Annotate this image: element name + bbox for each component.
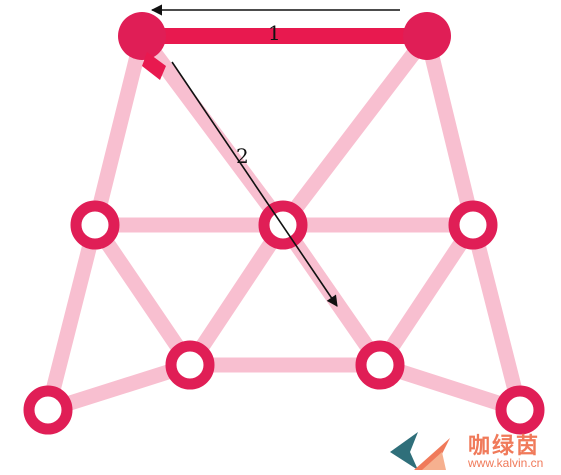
edge[interactable] xyxy=(134,28,291,233)
step-label-1: 1 xyxy=(268,21,281,45)
edge[interactable] xyxy=(275,28,435,233)
drawn-edge-stub xyxy=(142,52,166,80)
node[interactable] xyxy=(448,200,498,250)
edge[interactable] xyxy=(372,357,528,418)
arrow-step-2 xyxy=(171,61,338,307)
node[interactable] xyxy=(165,340,215,390)
node-layer xyxy=(23,200,545,435)
node-top-right-active[interactable] xyxy=(403,12,451,60)
watermark-name: 咖绿茵 xyxy=(468,434,541,459)
edge-layer xyxy=(40,28,528,418)
watermark-logo-icon xyxy=(390,432,450,470)
edge[interactable] xyxy=(465,217,528,418)
watermark-url: www.kalvin.cn xyxy=(468,456,544,470)
node[interactable] xyxy=(495,385,545,435)
edge[interactable] xyxy=(182,217,291,373)
node[interactable] xyxy=(70,200,120,250)
edge[interactable] xyxy=(87,217,198,373)
node-top-left-active[interactable] xyxy=(118,12,166,60)
edge[interactable] xyxy=(419,28,481,233)
step-label-2: 2 xyxy=(236,144,249,168)
edge[interactable] xyxy=(40,357,198,418)
edge[interactable] xyxy=(40,217,103,418)
watermark: 咖绿茵 www.kalvin.cn xyxy=(388,428,558,472)
node[interactable] xyxy=(355,340,405,390)
node[interactable] xyxy=(23,385,73,435)
edge[interactable] xyxy=(372,217,481,373)
edge[interactable] xyxy=(275,217,388,373)
edge[interactable] xyxy=(87,28,150,233)
